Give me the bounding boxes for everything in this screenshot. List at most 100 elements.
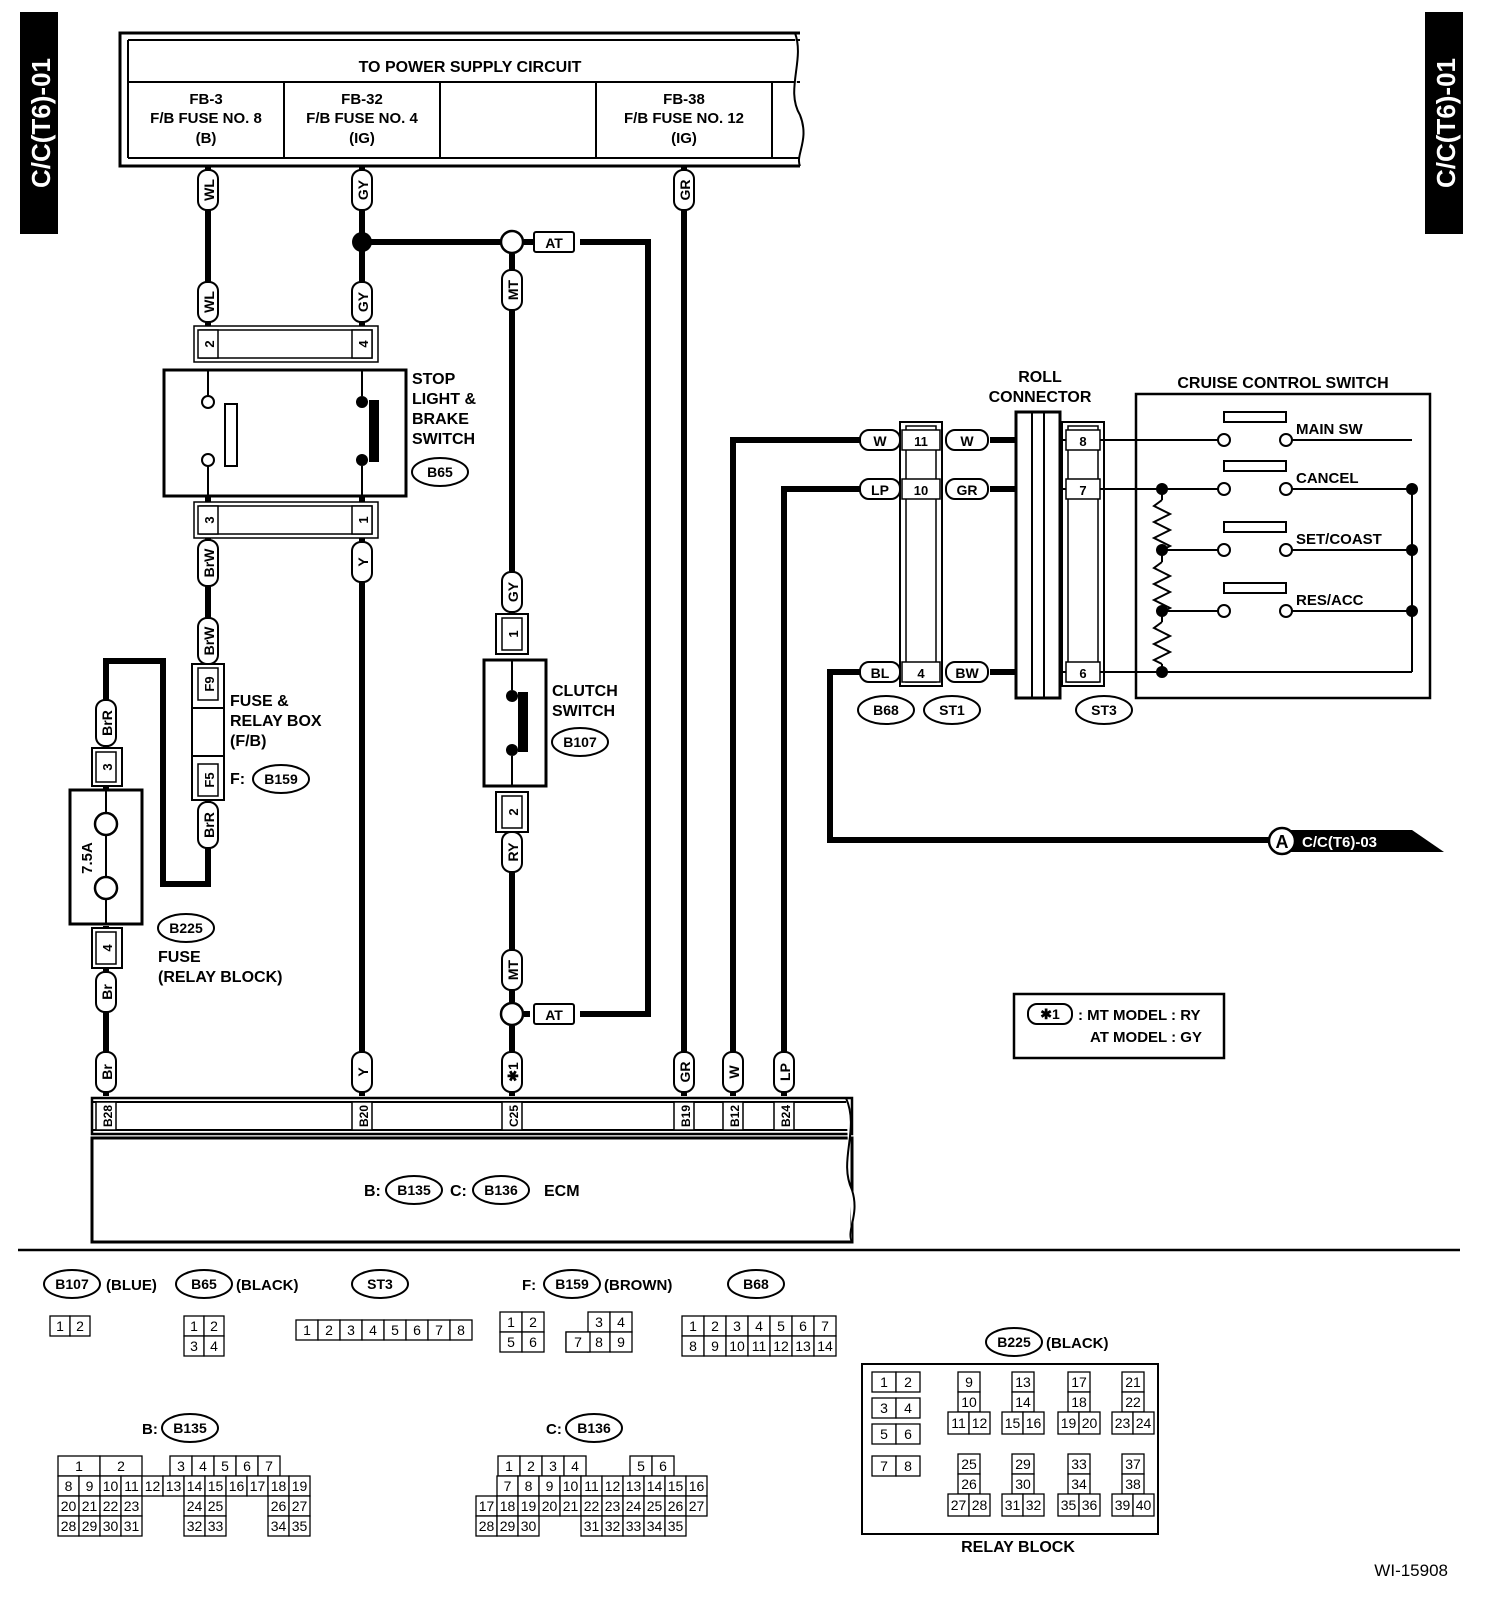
conn-st1: ST1	[939, 702, 965, 718]
ecm-pin-b12: B12	[728, 1105, 742, 1127]
pin-cell	[521, 1331, 545, 1353]
conn-st3: ST3	[1091, 702, 1117, 718]
pin-number: 11	[951, 1415, 966, 1431]
ecm-pin-b20: B20	[357, 1105, 371, 1127]
pin-number: 2	[76, 1318, 84, 1334]
pin-number: 1	[689, 1318, 697, 1334]
ecm-pin-b19: B19	[679, 1105, 693, 1127]
pin-number: 6	[413, 1322, 421, 1338]
pin-number: 1	[880, 1374, 888, 1390]
stop-switch-label-2: LIGHT &	[412, 391, 476, 408]
pin-number: 12	[145, 1478, 161, 1494]
pin-cell	[120, 1515, 143, 1537]
pin-number: 6	[243, 1458, 251, 1474]
pin-number: 4	[369, 1322, 377, 1338]
pin-cell	[69, 1315, 91, 1337]
fuse-block-label-2: (RELAY BLOCK)	[158, 969, 282, 986]
legend-b135-name: B135	[173, 1420, 207, 1436]
roll-connector-side: W LP BL 11 10 4 W GR BW B68 ST1 ROLL CON…	[857, 369, 1133, 725]
pin-number: 37	[1125, 1456, 1141, 1472]
pin-number: 1	[75, 1458, 83, 1474]
pin-cell	[517, 1515, 540, 1537]
ecm-b-prefix: B:	[364, 1183, 381, 1200]
pin-number: 32	[1026, 1497, 1042, 1513]
wire-label-mt-top: MT	[505, 279, 521, 300]
fuse-fb38-id: FB-38	[663, 91, 705, 108]
pin-number: 33	[208, 1518, 224, 1534]
pin-number: 14	[187, 1478, 203, 1494]
ecm-pin-b24: B24	[779, 1105, 793, 1127]
wire-label-gy-clutch: GY	[505, 581, 521, 602]
pin-number: 26	[961, 1476, 977, 1492]
power-supply-box: TO POWER SUPPLY CIRCUIT FB-3 F/B FUSE NO…	[118, 31, 805, 168]
pin-b107-1: 1	[506, 630, 521, 637]
pin-number: 4	[755, 1318, 763, 1334]
legend-st3-name: ST3	[367, 1276, 393, 1292]
pin-cell	[449, 1319, 473, 1341]
pin-number: 9	[711, 1338, 719, 1354]
wire-label-bl-b68: BL	[871, 665, 890, 681]
pin-number: 15	[1005, 1415, 1021, 1431]
pin-number: 18	[1071, 1394, 1087, 1410]
pin-number: 6	[799, 1318, 807, 1334]
wire-label-lp-ecm: LP	[777, 1063, 793, 1081]
connector-legends: B107 (BLUE) B65 (BLACK) ST3 F: B159 (BRO…	[43, 1269, 1108, 1556]
power-title: TO POWER SUPPLY CIRCUIT	[359, 59, 582, 76]
pin-f9: F9	[202, 676, 217, 691]
pin-number: 35	[1061, 1497, 1077, 1513]
stop-switch-label-3: BRAKE	[412, 411, 469, 428]
pin-number: 27	[292, 1498, 308, 1514]
pin-number: 11	[124, 1478, 139, 1494]
pin-cell	[895, 1455, 921, 1477]
pin-number: 5	[221, 1458, 229, 1474]
roll-label-2: CONNECTOR	[989, 389, 1092, 406]
wire-label-gr-st1: GR	[957, 482, 978, 498]
pin-number: 8	[457, 1322, 465, 1338]
ecm-label: ECM	[544, 1183, 580, 1200]
wire-label-br: Br	[99, 984, 115, 1000]
pin-number: 3	[595, 1314, 603, 1330]
conn-b65: B65	[427, 464, 453, 480]
pin-number: 12	[773, 1338, 789, 1354]
fuse-fb3-name: F/B FUSE NO. 8	[150, 110, 262, 127]
pin-number: 9	[965, 1374, 973, 1390]
pin-number: 17	[1071, 1374, 1087, 1390]
pin-number: 8	[595, 1334, 603, 1350]
cruise-item-res: RES/ACC	[1296, 592, 1364, 609]
side-label-left: C/C(T6)-01	[26, 58, 56, 188]
pin-number: 13	[1015, 1374, 1031, 1390]
pin-cell	[685, 1495, 708, 1517]
wire-label-w-b68: W	[873, 433, 887, 449]
pin-cell	[895, 1423, 921, 1445]
legend-b225-label: RELAY BLOCK	[961, 1539, 1075, 1556]
pin-number: 14	[1015, 1394, 1031, 1410]
pin-cell	[1022, 1411, 1045, 1435]
pin-number: 30	[1015, 1476, 1031, 1492]
ecm-pin-b28: B28	[101, 1105, 115, 1127]
pin-b68-10: 10	[914, 483, 928, 498]
roll-label-1: ROLL	[1018, 369, 1062, 386]
pin-number: 12	[605, 1478, 621, 1494]
fuse-fb32-name: F/B FUSE NO. 4	[306, 110, 418, 127]
pin-cell	[664, 1515, 687, 1537]
pin-cell	[1132, 1411, 1155, 1435]
offpage-letter: A	[1276, 832, 1289, 852]
pin-number: 16	[229, 1478, 245, 1494]
pin-number: 15	[668, 1478, 684, 1494]
legend-b135-prefix: B:	[142, 1421, 158, 1438]
pin-number: 27	[951, 1497, 967, 1513]
wire-label-gr-ecm: GR	[677, 1062, 693, 1083]
pin-b68-4: 4	[917, 666, 925, 681]
wire-tags: WL WL GY GY GR MT Y BrW BrW BrR BrR Br G…	[95, 169, 795, 1093]
pin-number: 1	[56, 1318, 64, 1334]
pin-number: 19	[292, 1478, 308, 1494]
pin-number: 28	[61, 1518, 77, 1534]
fuse-rating: 7.5A	[79, 842, 96, 874]
pin-number: 7	[265, 1458, 273, 1474]
pin-number: 25	[961, 1456, 977, 1472]
wire-label-y: Y	[355, 557, 371, 567]
pin-number: 30	[521, 1518, 537, 1534]
pin-number: 1	[303, 1322, 311, 1338]
pin-number: 4	[617, 1314, 625, 1330]
legend-b65-name: B65	[191, 1276, 217, 1292]
